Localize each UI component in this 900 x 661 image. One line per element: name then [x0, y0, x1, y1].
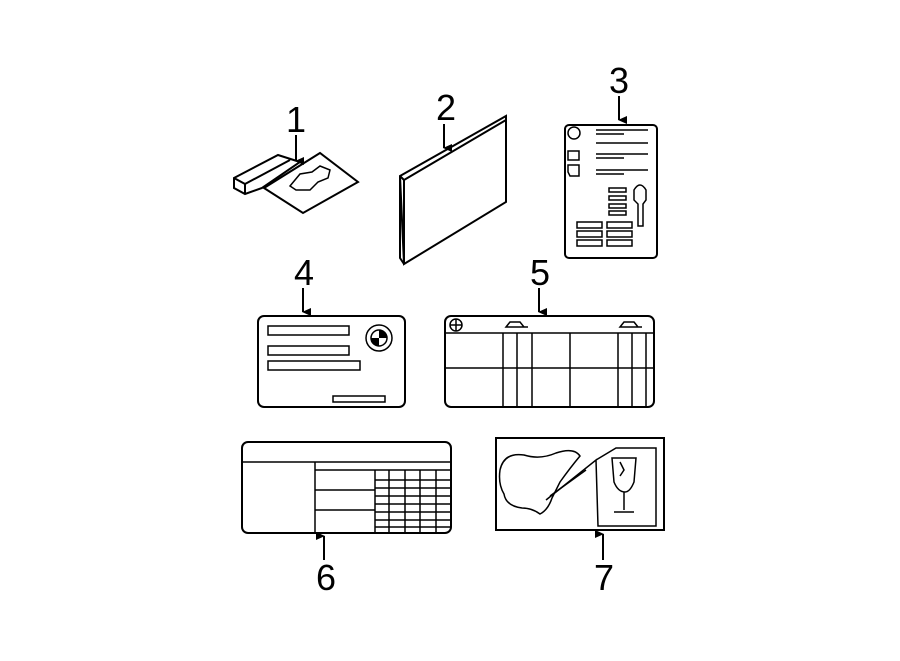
- emblem-icon: [365, 324, 393, 352]
- part-2-owners-manual: 2: [398, 87, 507, 266]
- part-1-label-set: 1: [233, 99, 360, 215]
- part-4-id-plate: 4: [257, 252, 406, 408]
- callout-3: 3: [609, 60, 629, 101]
- callout-6: 6: [316, 557, 336, 598]
- glass-icon: [611, 457, 637, 513]
- part-3-info-label: 3: [564, 60, 658, 259]
- callout-1: 1: [286, 99, 306, 140]
- wheel-icon: [449, 318, 463, 332]
- part-5-tire-pressure-label: 5: [444, 252, 655, 408]
- callout-4: 4: [294, 252, 314, 293]
- callout-2: 2: [436, 87, 456, 128]
- callout-5: 5: [530, 252, 550, 293]
- car-icon: [504, 321, 528, 328]
- car-icon: [618, 321, 642, 328]
- callout-7: 7: [594, 557, 614, 598]
- part-6-spec-label: 6: [241, 441, 452, 598]
- part-7-caution-label: 7: [495, 437, 665, 598]
